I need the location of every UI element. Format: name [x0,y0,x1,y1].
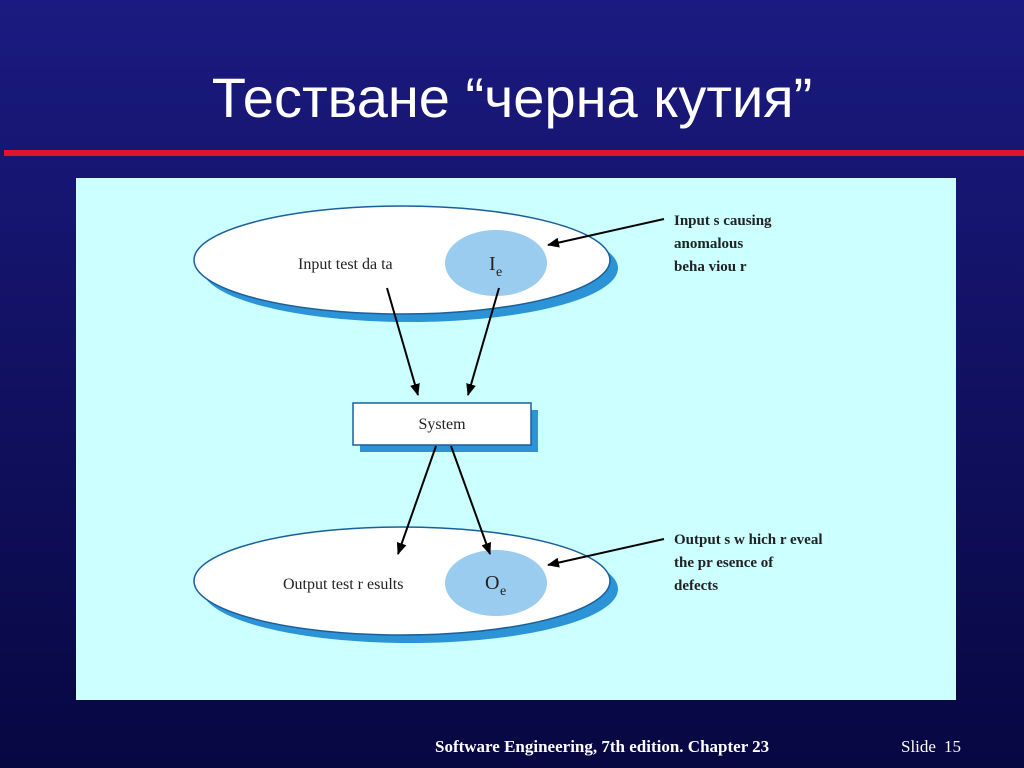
arrow-error-input-to-system [466,287,500,396]
title-divider [4,150,1024,156]
footer-slide-indicator: Slide 15 [901,736,961,758]
output-test-results-label: Output test r esults [283,576,403,593]
system-label: System [418,416,466,433]
output-error-subscript: e [500,584,506,599]
input-test-data-ellipse: Input test da ta I e [193,205,618,322]
footer-slide-label: Slide [901,737,936,756]
input-test-data-label: Input test da ta [298,256,393,273]
output-error-subset [445,550,547,616]
outputs-revealing-defects-note: Output s w hich r eveal the pr esence of… [674,532,822,594]
pointer-inputs-note [547,218,665,248]
system-box: System [352,402,538,452]
inputs-causing-anomalous-behaviour-note: Input s causing anomalous beha viou r [674,213,772,275]
arrow-input-to-system [386,287,420,396]
outputs-note-line-3: defects [674,578,718,594]
arrow-system-to-error-output [450,445,491,555]
arrow-system-to-output [396,445,437,555]
input-error-symbol: I [489,253,496,275]
black-box-testing-diagram: Input test da ta I e System Output test … [76,178,956,700]
output-test-results-ellipse: Output test r esults O e [193,526,618,643]
input-error-subscript: e [496,265,502,280]
footer-book-title: Software Engineering, 7th edition. Chapt… [435,737,770,756]
outputs-note-line-2: the pr esence of [674,555,774,571]
system-box-body [352,402,532,446]
diagram-canvas: Input test da ta I e System Output test … [193,205,822,643]
inputs-note-line-1: Input s causing [674,213,772,229]
inputs-note-line-2: anomalous [674,236,743,252]
input-error-subset [445,230,547,296]
pointer-outputs-note [547,538,665,568]
outputs-note-line-1: Output s w hich r eveal [674,532,822,548]
inputs-note-line-3: beha viou r [674,259,747,275]
output-error-symbol: O [485,572,499,594]
slide-title: Тестване “черна кутия” [211,66,813,129]
input-ellipse-body [193,205,611,315]
footer-slide-number: 15 [943,737,961,756]
